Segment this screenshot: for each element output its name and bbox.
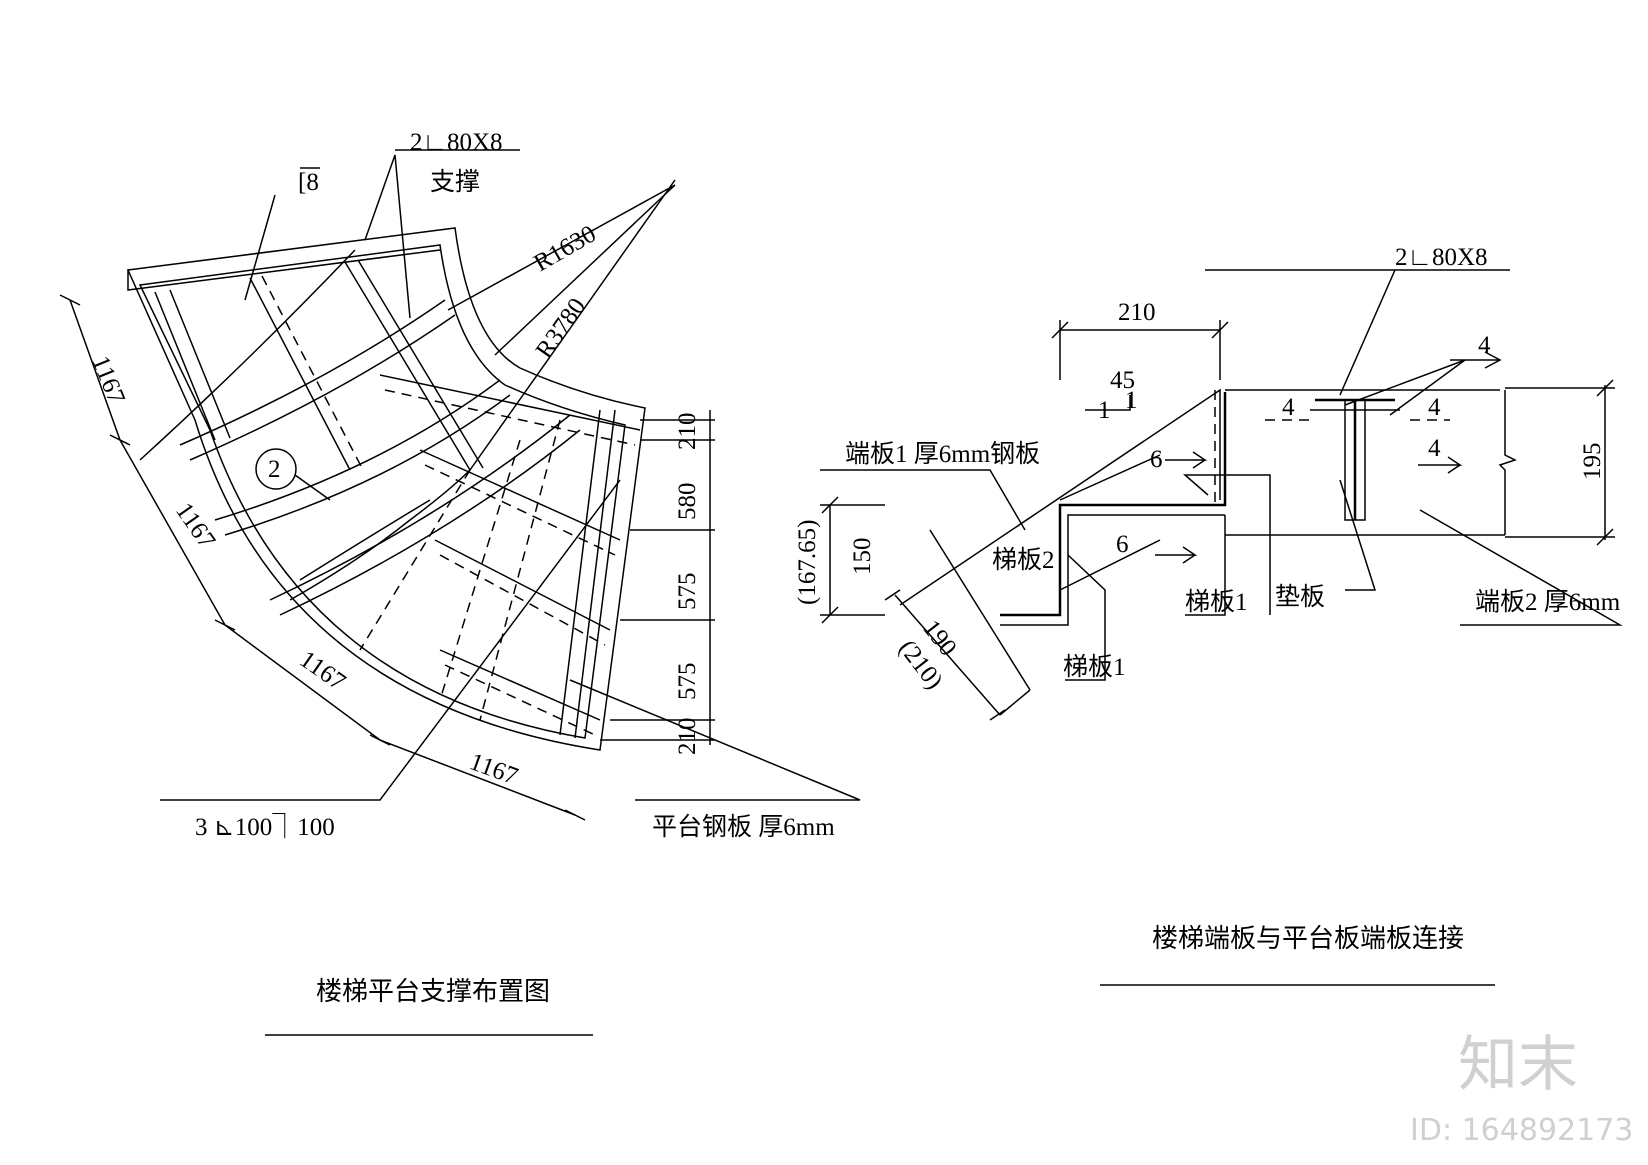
arc-member (269, 414, 571, 601)
stair-plate-2 (899, 388, 1221, 606)
brace-diagonal (139, 249, 356, 461)
label-end-plate-1: 端板1 厚6mm钢板 (845, 440, 1040, 468)
left-view-title: 楼梯平台支撑布置图 (316, 977, 550, 1006)
left-view: 2∟80X8 支撑 [8 R1630 R3780 1167 1167 1167 … (59, 129, 861, 1036)
weld-note: 3 ⊾100⏋100 (195, 813, 335, 841)
callout-brace-section: 2∟80X8 (410, 129, 503, 156)
dim-slope-run: 1 (1125, 387, 1138, 414)
right-dim-4: 575 (674, 663, 701, 701)
angle-callout: 2∟80X8 (1395, 244, 1488, 271)
dim-left-outer: (167.65) (794, 520, 821, 605)
radius-outer-label: R1630 (530, 220, 601, 277)
dim-right: 195 (1579, 443, 1606, 481)
arc-member (214, 379, 501, 521)
label-stair-plate-1b: 梯板1 (1063, 653, 1126, 681)
pad-plate-t (1315, 398, 1395, 520)
weld-size-6a: 6 (1150, 446, 1163, 473)
section-mark-circle (255, 448, 297, 490)
weld-size-4c: 4 (1428, 394, 1441, 421)
right-view: 2∟80X8 210 45 1 1 195 150 (167.65) 190 (… (794, 244, 1623, 986)
label-stair-plate-1a: 梯板1 (1185, 588, 1248, 616)
dim-left-inner: 150 (849, 538, 876, 576)
right-dim-1: 210 (674, 413, 701, 451)
right-view-title: 楼梯端板与平台板端板连接 (1152, 924, 1464, 953)
label-end-plate-2: 端板2 厚6mm (1475, 588, 1621, 616)
right-dim-3: 575 (674, 573, 701, 611)
arc-dim-3: 1167 (295, 646, 351, 696)
radial-member (154, 291, 216, 441)
radius-inner-label: R3780 (531, 293, 591, 363)
dim-angle: 45 (1110, 367, 1135, 394)
watermark: 知末 ID: 164892173 (1410, 1030, 1633, 1148)
arc-dim-1: 1167 (86, 352, 129, 408)
weld-size-4a: 4 (1478, 332, 1491, 359)
callout-channel: [8 (298, 169, 319, 196)
arc-member (179, 299, 446, 446)
stair-step-profile (1000, 392, 1227, 617)
label-stair-plate-2: 梯板2 (992, 546, 1055, 574)
callout-brace-name: 支撑 (430, 168, 480, 196)
radial-member (249, 277, 351, 471)
dim-slope-ratio: 1 (1098, 397, 1111, 424)
weld-size-4b: 4 (1282, 394, 1295, 421)
weld-size-6b: 6 (1116, 531, 1129, 558)
right-dim-2: 580 (674, 483, 701, 521)
platform-outline-outer (126, 227, 646, 751)
watermark-brand: 知末 (1458, 1030, 1578, 1100)
plate-note: 平台钢板 厚6mm (652, 813, 835, 841)
arc-dim-2: 1167 (170, 498, 220, 554)
platform-outline-inner (138, 244, 626, 739)
radial-member (344, 261, 471, 471)
label-pad-plate: 垫板 (1275, 583, 1325, 611)
watermark-id: ID: 164892173 (1410, 1113, 1633, 1148)
section-mark-number: 2 (268, 456, 281, 483)
right-dim-5: 210 (674, 718, 701, 756)
weld-size-4d: 4 (1428, 435, 1441, 462)
dim-top: 210 (1118, 299, 1156, 326)
